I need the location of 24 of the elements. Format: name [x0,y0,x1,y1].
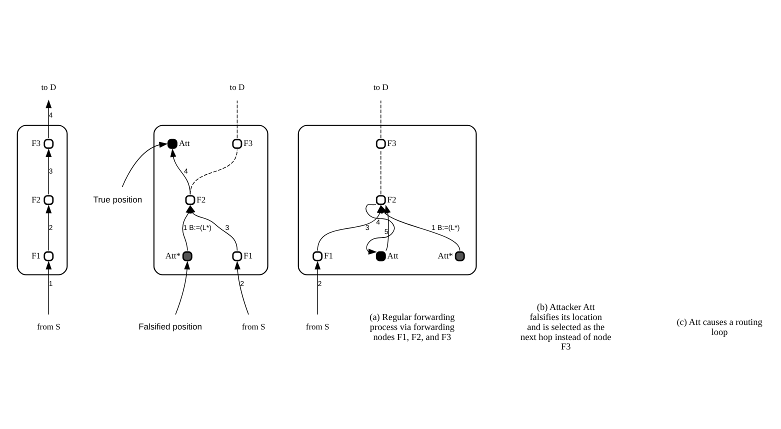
node-label: Att [387,250,398,260]
node-text: to D [230,81,245,92]
node-label: Att [178,138,190,148]
label: (a) Regular forwarding process via forwarding nodes F1, F2, and F3 [370,311,455,342]
node-label: Att* [165,250,180,260]
label: (b) Attacker Att falsifies its location and is selected as the next hop instead of node F3 [520,301,612,352]
node-text: from S [306,321,330,332]
node-label: F2 [387,194,396,204]
node-text: True position [93,194,142,204]
node-text: from S [36,321,60,332]
node-text: from S [242,321,266,332]
node-text: to D [41,81,56,92]
node-text: Falsified position [138,321,202,332]
node-label: F3 [387,138,396,148]
label: (c) Att causes a routing loop [676,316,762,336]
node-label: F1 [324,250,333,260]
node-label: F1 [32,250,41,260]
node-label: F2 [196,194,206,204]
node-label: F3 [32,138,41,148]
node-label: F2 [32,194,41,204]
node-label: F3 [244,138,253,148]
node-text: to D [373,81,388,92]
node-label: F1 [244,250,253,260]
node-label: Att* [438,250,453,260]
